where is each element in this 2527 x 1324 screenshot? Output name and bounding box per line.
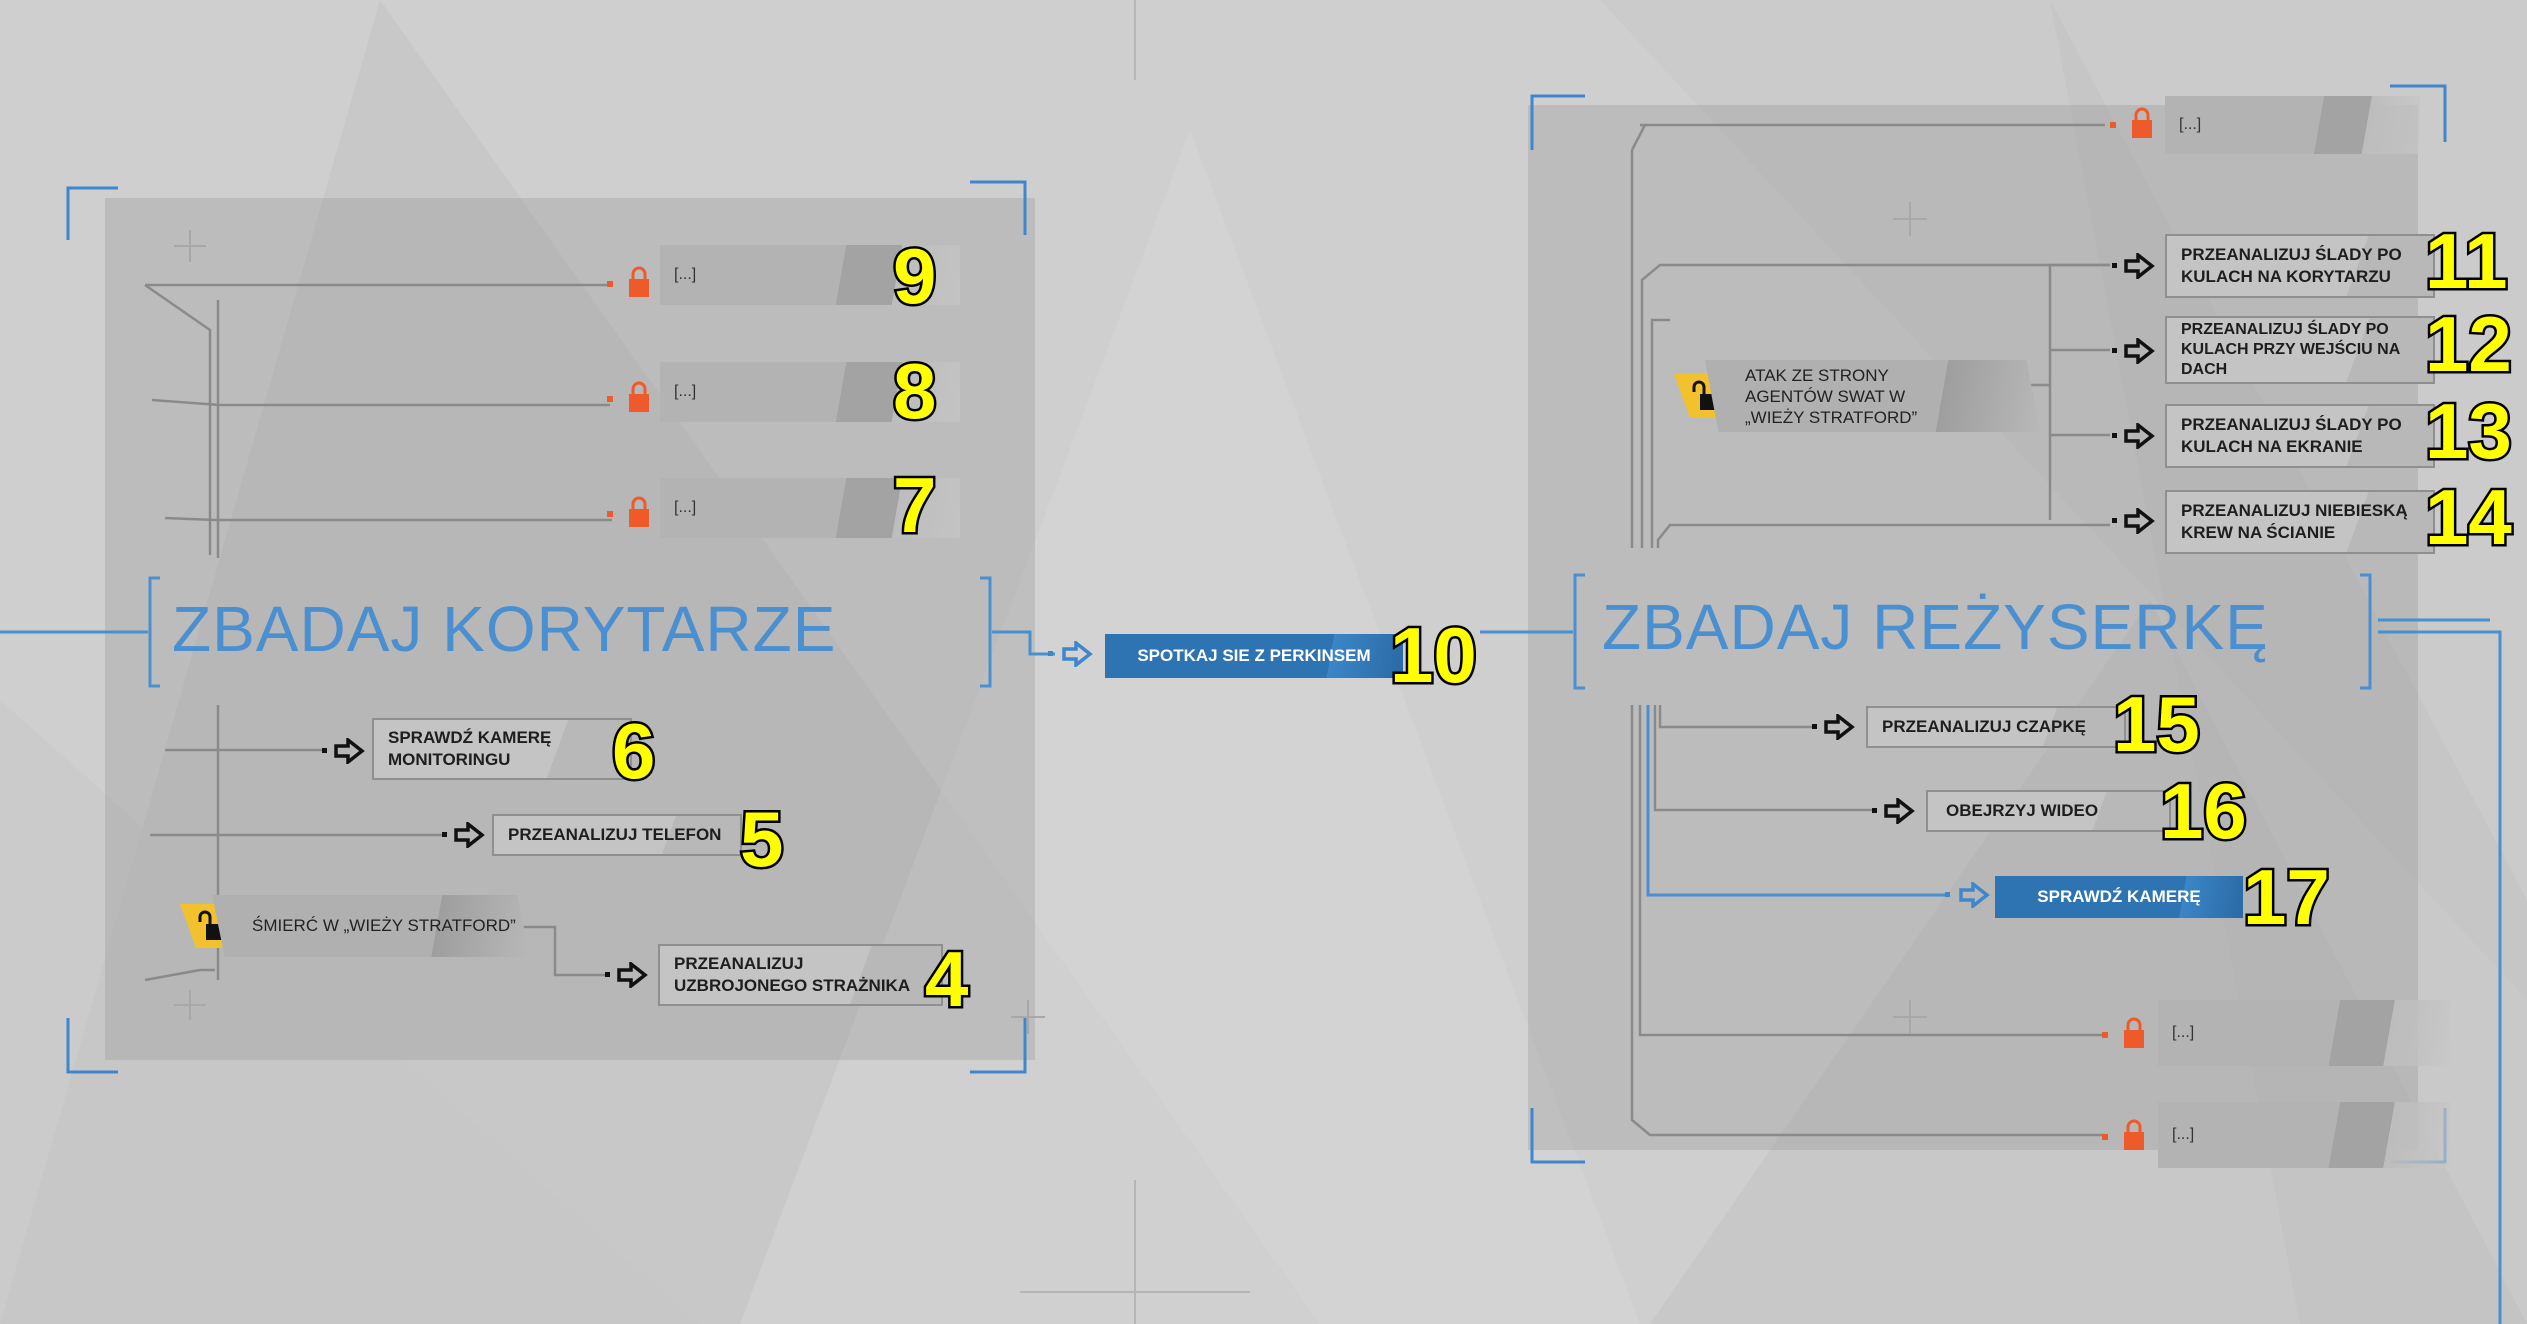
lock-icon	[2100, 1016, 2150, 1054]
locked-task-9[interactable]: [...]	[660, 245, 960, 305]
arrow-right-icon	[1872, 796, 1916, 826]
arrow-right-icon	[1945, 880, 1993, 910]
step-number-4: 4	[922, 935, 970, 1023]
locked-task-top[interactable]: [...]	[2165, 96, 2420, 154]
arrow-right-icon	[1048, 639, 1096, 669]
locked-task-7[interactable]: [...]	[660, 478, 960, 538]
arrow-right-icon	[605, 960, 649, 990]
lock-icon	[2100, 1118, 2150, 1156]
task-bullet-marks-roof-entrance[interactable]: PRZEANALIZUJ ŚLADY PO KULACH PRZY WEJŚCI…	[2165, 316, 2435, 384]
step-number-5: 5	[737, 795, 785, 883]
task-bullet-marks-screen[interactable]: PRZEANALIZUJ ŚLADY PO KULACH NA EKRANIE	[2165, 404, 2435, 468]
event-swat-attack-stratford-tower[interactable]: ATAK ZE STRONY AGENTÓW SWAT W „WIEŻY STR…	[1705, 360, 2040, 432]
arrow-right-icon	[442, 820, 486, 850]
step-number-17: 17	[2241, 853, 2333, 941]
step-number-13: 13	[2423, 387, 2515, 475]
step-number-8: 8	[890, 347, 938, 435]
lock-icon	[605, 380, 655, 418]
lock-icon	[605, 495, 655, 533]
task-bullet-marks-corridor[interactable]: PRZEANALIZUJ ŚLADY PO KULACH NA KORYTARZ…	[2165, 234, 2435, 298]
arrow-right-icon	[2112, 421, 2156, 451]
arrow-right-icon	[2112, 506, 2156, 536]
step-number-11: 11	[2422, 217, 2509, 305]
arrow-right-icon	[322, 736, 366, 766]
locked-task-8[interactable]: [...]	[660, 362, 960, 422]
task-analyze-phone[interactable]: PRZEANALIZUJ TELEFON	[492, 814, 742, 856]
task-blue-blood-on-wall[interactable]: PRZEANALIZUJ NIEBIESKĄ KREW NA ŚCIANIE	[2165, 490, 2435, 554]
step-number-9: 9	[890, 232, 938, 320]
arrow-right-icon	[2112, 336, 2156, 366]
step-number-7: 7	[890, 461, 938, 549]
task-analyze-armed-guard[interactable]: PRZEANALIZUJ UZBROJONEGO STRAŻNIKA	[658, 944, 943, 1006]
task-check-monitoring-camera[interactable]: SPRAWDŹ KAMERĘ MONITORINGU	[372, 718, 632, 780]
lock-icon	[605, 265, 655, 303]
left-section-title: ZBADAJ KORYTARZE	[172, 593, 837, 665]
task-meet-perkins[interactable]: SPOTKAJ SIE Z PERKINSEM	[1105, 634, 1403, 678]
step-number-12: 12	[2423, 300, 2515, 388]
task-check-camera[interactable]: SPRAWDŹ KAMERĘ	[1995, 876, 2243, 918]
step-number-16: 16	[2158, 767, 2250, 855]
arrow-right-icon	[1812, 712, 1856, 742]
step-number-6: 6	[609, 707, 657, 795]
arrow-right-icon	[2112, 251, 2156, 281]
task-watch-video[interactable]: OBEJRZYJ WIDEO	[1926, 790, 2171, 832]
lock-icon	[2108, 106, 2158, 144]
event-death-in-stratford-tower[interactable]: ŚMIERĆ W „WIEŻY STRATFORD”	[212, 895, 530, 957]
right-section-title: ZBADAJ REŻYSERKĘ	[1602, 591, 2269, 663]
step-number-14: 14	[2423, 473, 2515, 561]
step-number-15: 15	[2111, 680, 2203, 768]
task-analyze-cap[interactable]: PRZEANALIZUJ CZAPKĘ	[1866, 706, 2126, 748]
locked-task-bottom-1[interactable]: [...]	[2158, 1000, 2450, 1066]
step-number-10: 10	[1388, 611, 1480, 699]
locked-task-bottom-2[interactable]: [...]	[2158, 1102, 2450, 1168]
